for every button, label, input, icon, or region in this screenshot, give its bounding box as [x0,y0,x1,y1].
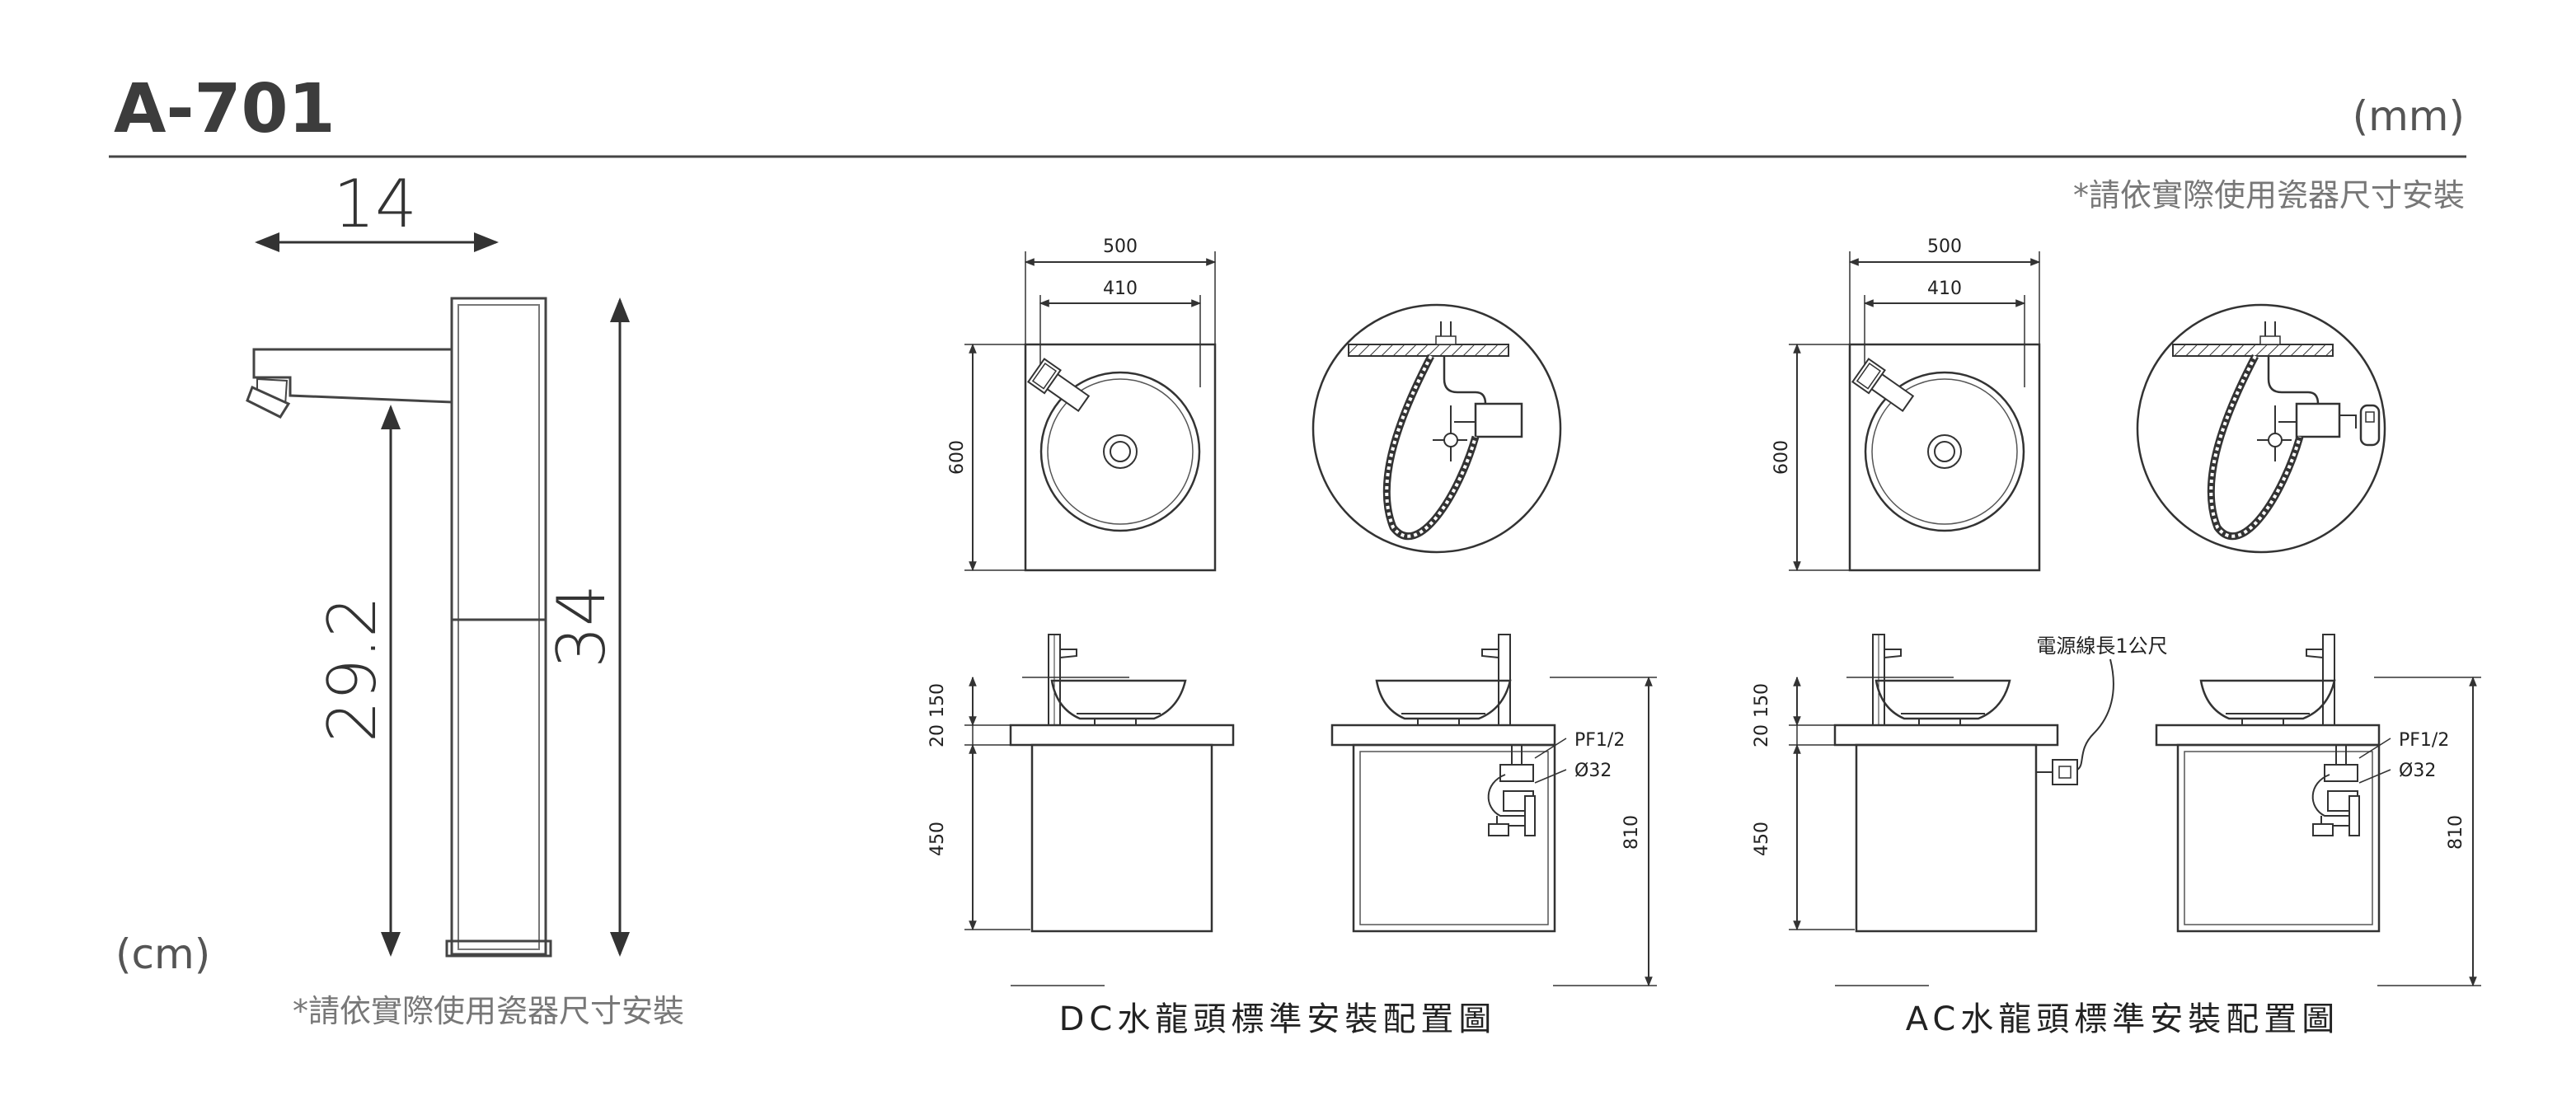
faucet-spout [252,348,453,404]
dc-caption: DC水龍頭標準安裝配置圖 [1059,1000,1497,1038]
ac-dia-label: Ø32 [2399,761,2436,781]
ac-side-view: 810 PF1/2 Ø32 [2155,634,2481,987]
ac-dim-500: 500 [1927,237,1962,257]
ac-counter [1833,724,2059,747]
dc-cabinet [1030,743,1213,933]
ac-outlet [2052,759,2078,785]
dc-dim-450: 450 [927,822,948,856]
ac-solenoid-box [2295,402,2341,438]
ac-pf-label: PF1/2 [2399,730,2449,751]
faucet-note: *請依實際使用瓷器尺寸安裝 [293,993,684,1029]
dc-vanity-top [1024,343,1217,572]
ac-transformer [2359,404,2381,447]
ac-basin [1875,679,2011,720]
ac-top-view: 500 410 600 [1771,237,2041,572]
ac-cable-note: 電源線長1公尺 [2036,635,2167,658]
dc-counter [1009,724,1235,747]
dc-top-view: 500 410 600 [947,237,1217,572]
ac-dim-410: 410 [1927,279,1962,299]
ac-detail-circle [2136,303,2386,554]
dc-detail-circle [1311,303,1562,554]
dim-width-label: 14 [333,166,417,242]
dc-basin [1050,679,1187,720]
dc-dim-810: 810 [1621,815,1642,850]
installation-note: *請依實際使用瓷器尺寸安裝 [2073,177,2465,213]
model-title: A-701 [114,70,335,148]
dc-pf-label: PF1/2 [1574,730,1625,751]
unit-cm-label: (cm) [115,930,210,978]
faucet-base [445,939,552,958]
ac-dim-450: 450 [1752,822,1772,856]
ac-front-view: 150 20 450 電源線長1公尺 [1752,634,2168,986]
ac-cabinet [1855,743,2038,933]
ac-dim-810: 810 [2446,815,2466,850]
dc-dim-410: 410 [1103,279,1138,299]
ac-basin-top [1864,371,2025,532]
ac-caption: AC水龍頭標準安裝配置圖 [1906,1000,2340,1038]
dc-solenoid-box [1474,402,1523,438]
dc-basin-top [1039,371,1201,532]
unit-mm-label: (mm) [2353,92,2465,140]
dc-dim-500: 500 [1103,237,1138,257]
dc-front-view: 150 20 450 [927,634,1235,986]
dc-dia-label: Ø32 [1574,761,1612,781]
dc-side-view: 810 PF1/2 Ø32 [1330,634,1657,987]
sensor-head [246,385,291,419]
faucet-column [450,297,547,956]
ac-dim-600: 600 [1771,440,1792,475]
dim-spout-height-label: 29.2 [314,596,391,742]
faucet-side-view: 14 29.2 34 (cm) *請依實際使用瓷器尺寸安裝 [115,166,684,1029]
dc-dim-150: 150 [927,683,948,718]
ac-vanity-top [1848,343,2041,572]
ac-power-cable [2076,658,2114,770]
dc-dim-20: 20 [927,724,948,747]
dim-total-height-label: 34 [543,584,620,668]
ac-dim-150: 150 [1752,683,1772,718]
ac-dim-20: 20 [1752,724,1772,747]
dc-dim-600: 600 [947,440,968,475]
